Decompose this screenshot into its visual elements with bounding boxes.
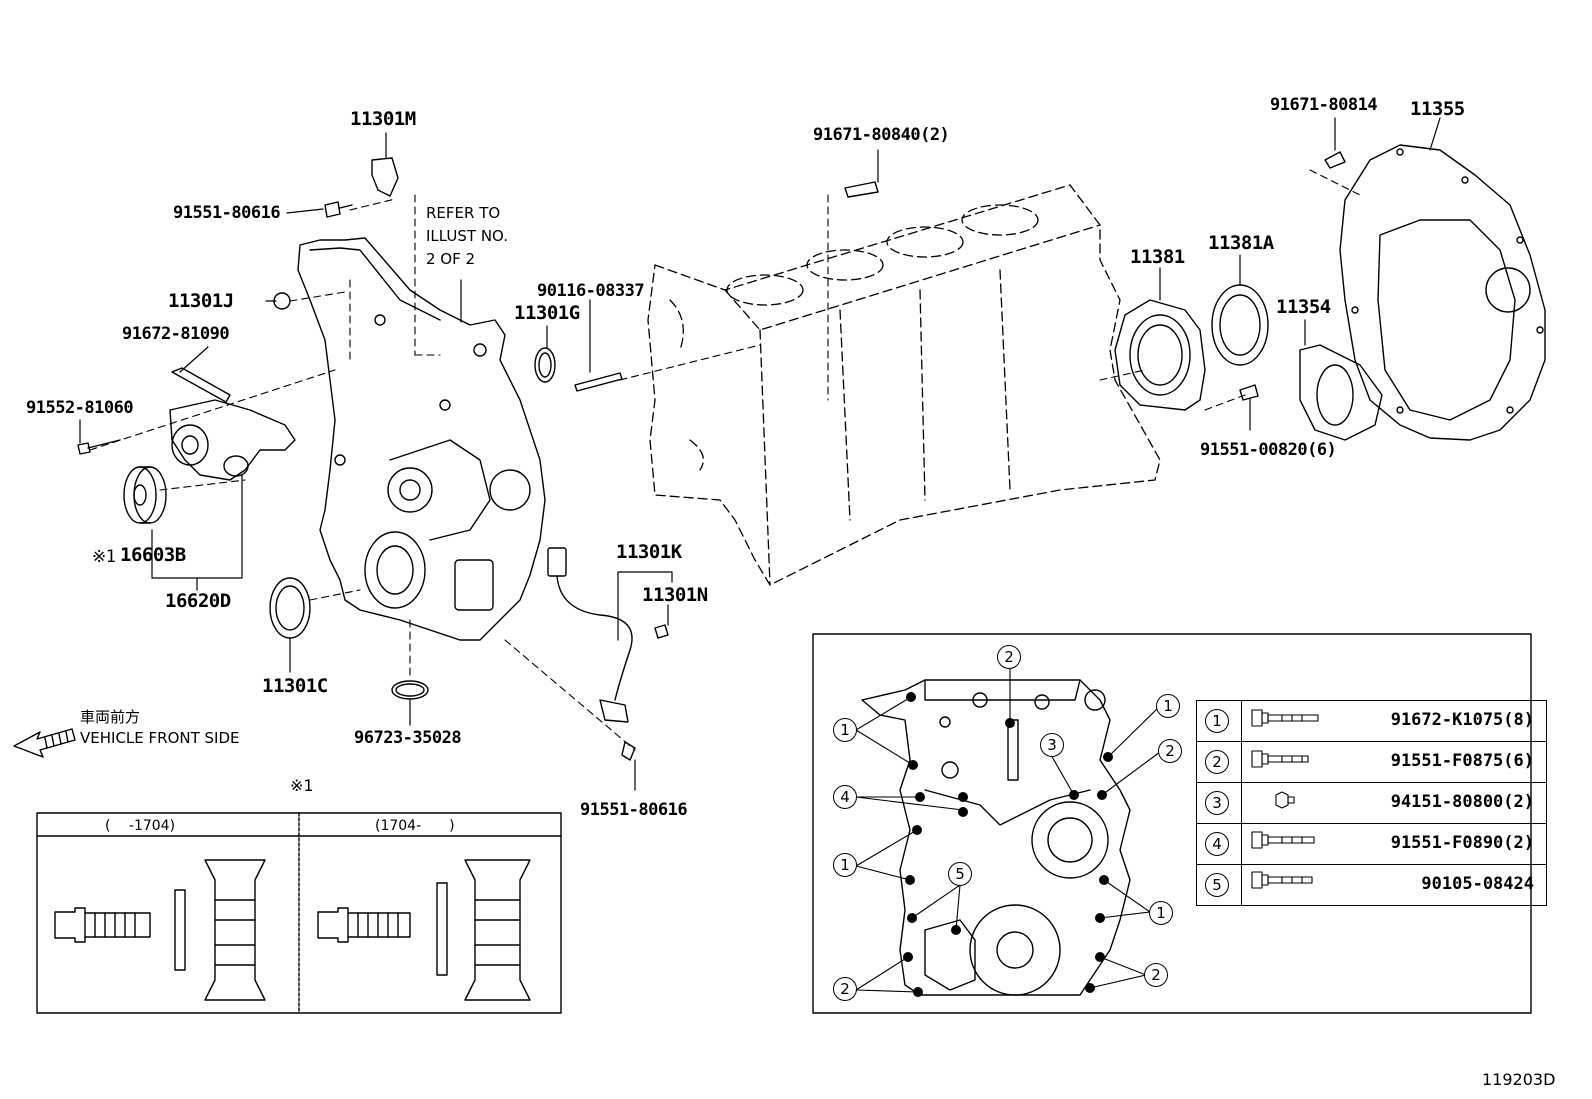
legend-row[interactable]: 3 94151-80800(2) — [1197, 783, 1546, 824]
label-11381[interactable]: 11381 — [1130, 246, 1185, 268]
label-11355[interactable]: 11355 — [1410, 98, 1465, 120]
legend-num: 5 — [1205, 873, 1229, 897]
label-16620D[interactable]: 16620D — [165, 590, 231, 612]
refer-note-line-3: 2 OF 2 — [426, 250, 476, 268]
callout-2-a: 2 — [997, 645, 1021, 669]
label-11354[interactable]: 11354 — [1276, 296, 1331, 318]
vehicle-front-english: VEHICLE FRONT SIDE — [80, 729, 240, 747]
label-11301J[interactable]: 11301J — [168, 290, 234, 312]
legend-divider — [1241, 865, 1242, 905]
callout-1-c: 1 — [833, 853, 857, 877]
legend-part-number: 91672-K1075(8) — [1390, 710, 1534, 730]
label-91552-81060[interactable]: 91552-81060 — [26, 398, 134, 418]
timing-chain-cover — [297, 237, 546, 641]
label-91551-80616-bottom[interactable]: 91551-80616 — [580, 800, 688, 820]
legend-divider — [1241, 824, 1242, 864]
oil-seal-retainer — [1114, 284, 1269, 411]
label-91671-80814[interactable]: 91671-80814 — [1270, 95, 1378, 115]
callout-4: 4 — [833, 785, 857, 809]
label-11381A[interactable]: 11381A — [1208, 232, 1274, 254]
legend-divider — [1241, 701, 1242, 741]
inset-bolt-map — [812, 633, 1532, 1014]
legend-part-number: 91551-F0890(2) — [1390, 833, 1534, 853]
refer-note-line-2: ILLUST NO. — [426, 227, 509, 245]
sensor-harness — [547, 547, 633, 723]
small-parts — [77, 151, 1346, 761]
refer-note-line-1: REFER TO — [426, 204, 501, 222]
legend-num: 4 — [1205, 832, 1229, 856]
legend-part-number: 91551-F0875(6) — [1390, 751, 1534, 771]
legend-num: 1 — [1205, 709, 1229, 733]
cylinder-block — [647, 184, 1161, 586]
label-16603B[interactable]: 16603B — [120, 544, 186, 566]
label-96723-35028[interactable]: 96723-35028 — [354, 728, 462, 748]
inset-col-right: (1704- ) — [375, 818, 455, 834]
vehicle-front-note: 車両前方 VEHICLE FRONT SIDE — [80, 707, 240, 749]
label-11301M[interactable]: 11301M — [350, 108, 416, 130]
label-11301K[interactable]: 11301K — [616, 541, 682, 563]
legend-row[interactable]: 2 91551-F0875(6) — [1197, 742, 1546, 783]
end-plate — [1339, 144, 1546, 441]
callout-2-b: 2 — [1158, 739, 1182, 763]
bolt-legend-table: 1 91672-K1075(8) 2 91551-F0875(6) 3 9415… — [1196, 700, 1547, 906]
legend-divider — [1241, 742, 1242, 782]
callout-2-c: 2 — [833, 977, 857, 1001]
legend-num: 3 — [1205, 791, 1229, 815]
legend-row[interactable]: 5 90105-08424 — [1197, 865, 1546, 905]
illustration-id: 119203D — [1482, 1070, 1556, 1089]
label-11301N[interactable]: 11301N — [642, 584, 708, 606]
legend-num: 2 — [1205, 750, 1229, 774]
legend-divider — [1241, 783, 1242, 823]
legend-part-number: 94151-80800(2) — [1390, 792, 1534, 812]
label-91551-80616-top[interactable]: 91551-80616 — [173, 203, 281, 223]
label-91551-00820[interactable]: 91551-00820(6) — [1200, 440, 1337, 460]
label-16603B-mark: ※1 — [92, 547, 116, 567]
label-91672-81090[interactable]: 91672-81090 — [122, 324, 230, 344]
leader-lines — [79, 117, 1441, 791]
legend-bolt-icons — [1251, 709, 1319, 889]
inset-variant-box — [36, 812, 562, 1014]
label-91671-80840[interactable]: 91671-80840(2) — [813, 125, 950, 145]
callout-5: 5 — [948, 862, 972, 886]
legend-row[interactable]: 1 91672-K1075(8) — [1197, 701, 1546, 742]
inset-mark: ※1 — [290, 776, 314, 795]
callout-3: 3 — [1040, 733, 1064, 757]
callout-2-d: 2 — [1144, 963, 1168, 987]
dashed-leaders — [89, 169, 1361, 751]
vehicle-front-japanese: 車両前方 — [80, 708, 141, 726]
rear-cover — [1299, 344, 1383, 441]
legend-row[interactable]: 4 91551-F0890(2) — [1197, 824, 1546, 865]
label-11301C[interactable]: 11301C — [262, 675, 328, 697]
callout-1-a: 1 — [833, 718, 857, 742]
label-11301G[interactable]: 11301G — [514, 302, 580, 324]
tensioner-assembly — [123, 399, 296, 524]
callout-1-d: 1 — [1149, 901, 1173, 925]
legend-part-number: 90105-08424 — [1421, 874, 1534, 894]
vehicle-front-arrow — [13, 728, 76, 758]
refer-note: REFER TO ILLUST NO. 2 OF 2 — [426, 202, 508, 271]
label-90116-08337[interactable]: 90116-08337 — [537, 281, 645, 301]
inset-col-left: ( -1704) — [105, 818, 176, 834]
callout-1-b: 1 — [1156, 694, 1180, 718]
